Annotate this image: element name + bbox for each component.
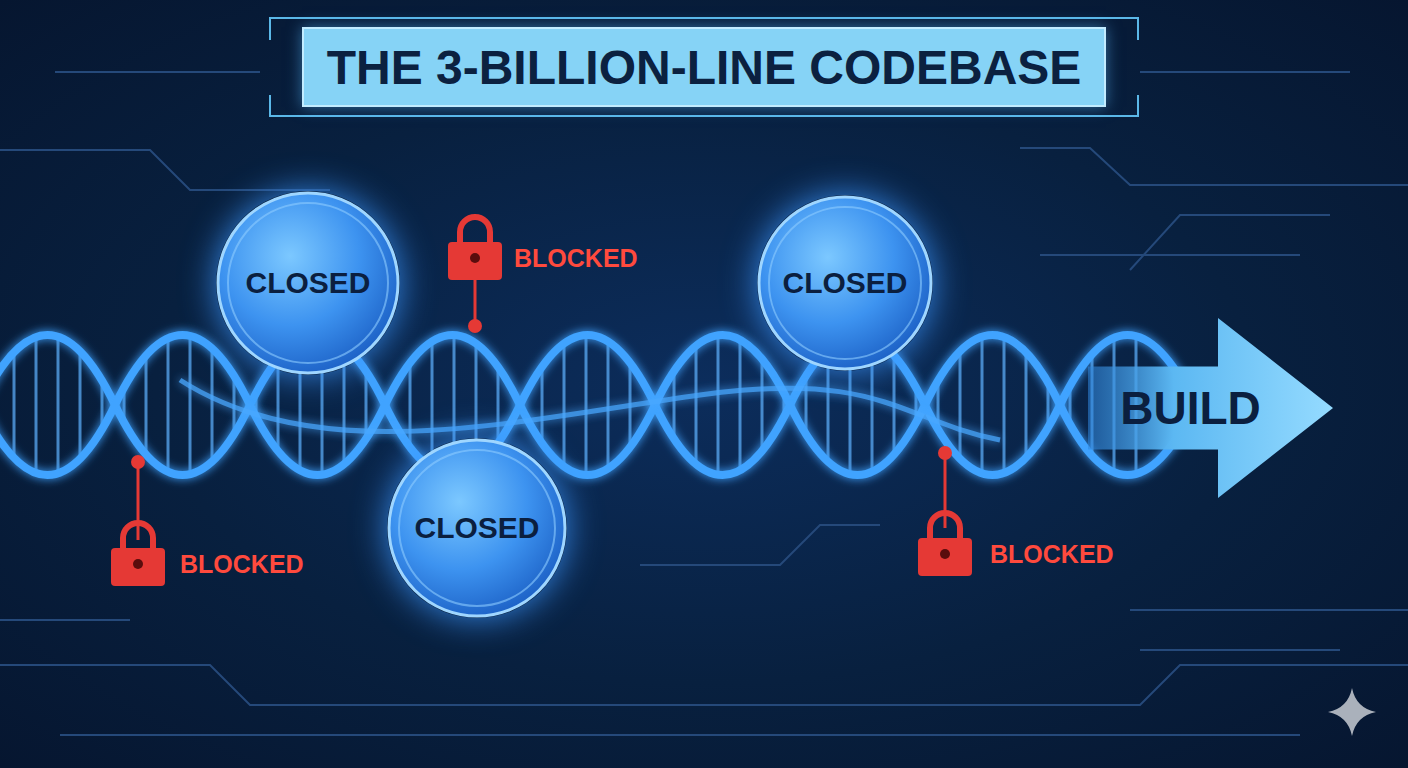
lock-stem xyxy=(137,462,140,540)
dna-rung xyxy=(607,341,610,468)
lock-shackle xyxy=(460,217,490,244)
blocked-label: BLOCKED xyxy=(514,244,638,273)
circuit-line xyxy=(60,734,1300,736)
dna-rung xyxy=(13,352,16,458)
dna-rung xyxy=(145,355,148,454)
lock-dot xyxy=(131,455,145,469)
circuit-line xyxy=(1140,649,1340,651)
title-box: THE 3-BILLION-LINE CODEBASE xyxy=(302,27,1107,107)
dna-rung xyxy=(57,337,60,474)
sphere-fill xyxy=(759,197,931,369)
arrow-fill xyxy=(1088,318,1333,498)
dna-rung xyxy=(35,337,38,473)
lock-dot xyxy=(468,319,482,333)
dna-rungs xyxy=(0,335,1136,475)
lock-body xyxy=(918,538,972,576)
lock-pin xyxy=(448,217,502,333)
sphere-rim xyxy=(228,203,388,363)
dna-rung xyxy=(981,337,984,474)
circuit-line xyxy=(0,150,330,190)
dna-rung xyxy=(431,341,434,468)
dna-rung xyxy=(1025,352,1028,458)
lock-dot xyxy=(938,446,952,460)
dna-rung xyxy=(695,346,698,464)
dna-rung xyxy=(167,338,170,472)
sphere-rim xyxy=(399,450,555,606)
lock-stem xyxy=(944,453,947,528)
title-bracket xyxy=(270,18,1138,116)
lock-pin xyxy=(111,455,165,586)
circuit-lines xyxy=(0,72,1408,735)
dna-rung xyxy=(739,340,742,471)
sphere-rim xyxy=(769,207,921,359)
title-text: THE 3-BILLION-LINE CODEBASE xyxy=(327,40,1082,95)
circuit-line xyxy=(0,665,1408,705)
circuit-line xyxy=(1020,148,1408,185)
dna-rung xyxy=(717,335,720,474)
circuit-line xyxy=(1130,215,1330,270)
dna-rung xyxy=(1003,337,1006,473)
lock-body xyxy=(111,548,165,586)
build-arrow: BUILD xyxy=(1088,318,1333,498)
dna-rung xyxy=(409,363,412,447)
sphere-label: CLOSED xyxy=(245,266,370,300)
dna-strand-extra xyxy=(180,380,1000,440)
closed-sphere: CLOSED xyxy=(216,191,400,375)
lock-shackle xyxy=(123,523,153,550)
lock-body xyxy=(448,242,502,280)
circuit-line xyxy=(0,619,130,621)
dna-rung xyxy=(189,336,192,474)
dna-strand xyxy=(0,335,1195,475)
sphere-label: CLOSED xyxy=(414,511,539,545)
lock-keyhole xyxy=(133,559,143,569)
dna-rung xyxy=(959,351,962,459)
circuit-line xyxy=(1130,609,1408,611)
lock-keyhole xyxy=(940,549,950,559)
circuit-line xyxy=(1140,71,1350,73)
sphere-fill xyxy=(218,193,398,373)
dna-rung xyxy=(673,371,676,439)
circuit-line xyxy=(1040,254,1300,256)
dna-rung xyxy=(497,367,500,443)
watermark-sparkle xyxy=(1328,688,1376,736)
dna-rung xyxy=(585,335,588,475)
sphere-label: CLOSED xyxy=(782,266,907,300)
dna-rung xyxy=(563,343,566,466)
dna-strand xyxy=(0,335,1195,475)
dna-rung xyxy=(761,359,764,451)
closed-sphere: CLOSED xyxy=(757,195,933,371)
blocked-label: BLOCKED xyxy=(180,550,304,579)
lock-pin xyxy=(918,446,972,576)
dna-rung xyxy=(211,348,214,461)
dna-rung xyxy=(277,359,280,451)
arrow-label: BUILD xyxy=(1120,381,1261,435)
circuit-line xyxy=(640,525,880,565)
dna-rung xyxy=(79,351,82,459)
lock-keyhole xyxy=(470,253,480,263)
sphere-fill xyxy=(389,440,565,616)
blocked-label: BLOCKED xyxy=(990,540,1114,569)
dna-rung xyxy=(541,367,544,443)
closed-sphere: CLOSED xyxy=(387,438,567,618)
circuit-line xyxy=(55,71,260,73)
lock-shackle xyxy=(930,513,960,540)
